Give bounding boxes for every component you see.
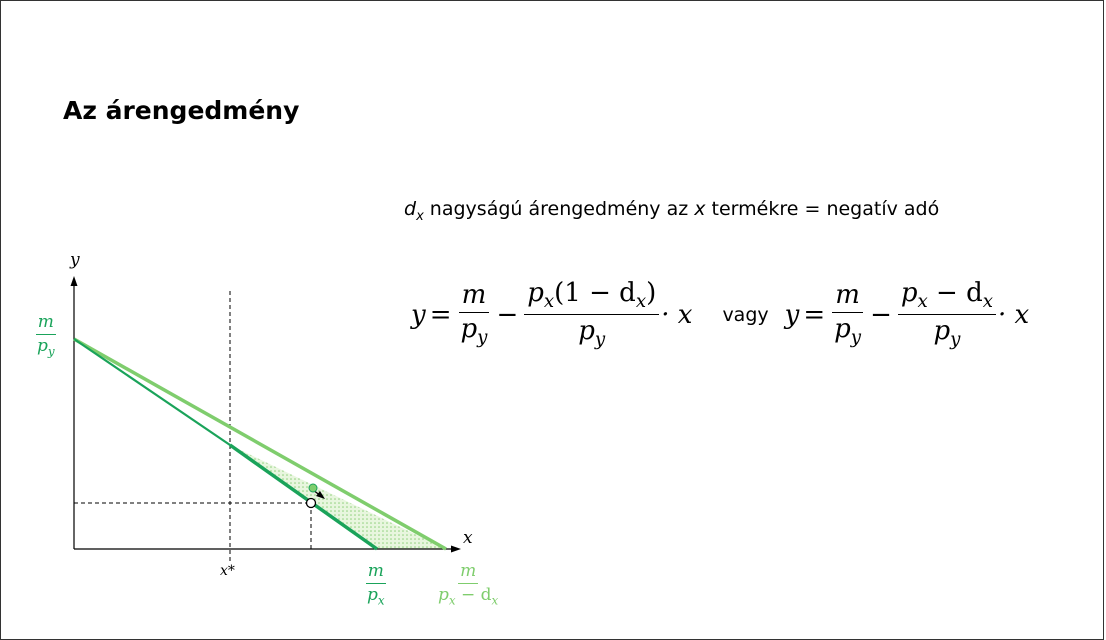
frac-m-over-py-2: m py xyxy=(831,281,864,348)
frac-num: px − dx xyxy=(897,279,997,316)
frac-den: py xyxy=(578,316,606,351)
formula-eq-2: = xyxy=(803,299,826,330)
dx-symbol: d xyxy=(404,198,417,220)
frac-den: py xyxy=(460,313,488,349)
frac-num: m xyxy=(832,281,863,313)
frac-m-over-py-1: m py xyxy=(458,281,491,348)
description-part-1: nagyságú árengedmény az xyxy=(423,198,695,220)
y-intercept-label: m py xyxy=(35,312,56,359)
budget-line-original-lower xyxy=(228,443,379,551)
formula-dot-x-2: · x xyxy=(998,299,1030,330)
formula-dot-x-1: · x xyxy=(661,299,693,330)
description-text: dx nagyságú árengedmény az x termékre = … xyxy=(404,198,939,224)
frac-den: py xyxy=(834,313,862,349)
discount-gain-area xyxy=(230,445,446,549)
frac-num: m xyxy=(458,281,490,313)
y-axis-arrow xyxy=(70,276,78,286)
frac-den: py xyxy=(933,316,961,351)
new-optimum-marker xyxy=(305,497,317,509)
x-star-label: x* xyxy=(220,563,235,579)
budget-line-original xyxy=(73,338,231,446)
budget-diagram xyxy=(70,276,461,561)
slide-title: Az árengedmény xyxy=(63,96,300,125)
dx-subscript: x xyxy=(416,208,424,224)
y-axis-label: y xyxy=(70,250,80,270)
budget-formula: y = m py − px(1 − dx) py · x vagy y = m … xyxy=(411,279,1029,350)
x-axis-label: x xyxy=(463,528,473,548)
original-optimum-marker xyxy=(308,483,318,493)
budget-line-discount xyxy=(73,337,447,551)
formula-y-1: y xyxy=(411,299,426,330)
x-intercept-original-label: m px xyxy=(365,561,386,608)
x-intercept-discount-label: m px − dx xyxy=(438,561,499,608)
shift-arrowhead xyxy=(316,491,325,499)
formula-minus-1: − xyxy=(496,299,519,330)
description-part-2: termékre = negatív adó xyxy=(705,198,940,220)
formula-y-2: y xyxy=(784,299,800,330)
formula-minus-2: − xyxy=(870,299,892,330)
x-axis-arrow xyxy=(451,545,461,553)
formula-eq-1: = xyxy=(429,299,452,330)
frac-discount-2: px − dx py xyxy=(897,279,997,351)
frac-num: px(1 − dx) xyxy=(524,279,660,316)
x-variable: x xyxy=(694,198,706,220)
frac-discount-1: px(1 − dx) py xyxy=(524,279,660,351)
formula-or: vagy xyxy=(722,303,769,326)
